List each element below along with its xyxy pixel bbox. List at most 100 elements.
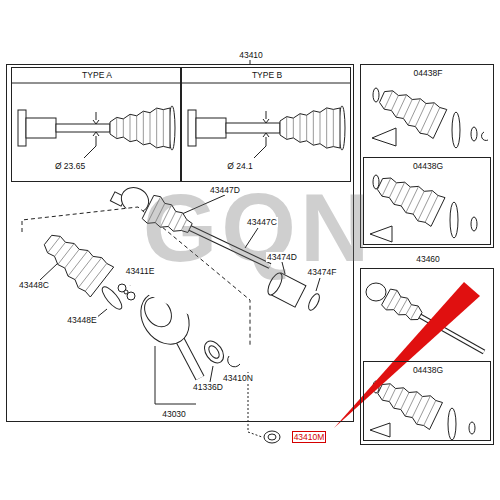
inboard-joint xyxy=(127,292,135,300)
type-a-shaft xyxy=(18,110,26,146)
part-number: TYPE B xyxy=(251,70,283,80)
rubber-boot xyxy=(427,108,440,135)
part-number: 04438F xyxy=(413,68,444,78)
rubber-boot xyxy=(406,186,419,212)
highlighted-callout: 43410M xyxy=(292,431,327,443)
boot-kit xyxy=(366,88,488,440)
dimension-label: Ø 23.65 xyxy=(54,161,86,171)
type-cell: TYPE BØ 24.1 xyxy=(181,67,351,182)
rubber-boot xyxy=(405,392,417,416)
rubber-boot xyxy=(406,305,412,315)
rubber-boot xyxy=(382,178,391,196)
drive-shaft xyxy=(306,292,321,312)
rubber-boot xyxy=(401,187,410,206)
part-number: 43460 xyxy=(415,254,441,264)
rubber-boot xyxy=(313,111,314,145)
rubber-boot xyxy=(280,108,340,148)
parts-box: 04438F 04438G xyxy=(360,64,494,248)
rubber-boot xyxy=(394,388,404,408)
type-b-shaft xyxy=(188,106,345,158)
type-a-shaft xyxy=(26,118,56,138)
inboard-joint xyxy=(210,366,213,382)
rubber-boot xyxy=(320,112,321,143)
boot-kit xyxy=(471,127,477,141)
type-a-shaft xyxy=(93,132,99,136)
type-b-shaft xyxy=(254,146,266,158)
rubber-boot xyxy=(425,195,438,222)
part-number: 04438G xyxy=(412,365,444,375)
parts-box: 04438G xyxy=(363,157,491,245)
rubber-boot xyxy=(391,96,398,111)
boot-kit xyxy=(448,408,456,440)
boot-kit xyxy=(372,128,396,146)
inboard-joint xyxy=(268,434,276,440)
rubber-boot xyxy=(418,191,433,221)
rubber-boot xyxy=(123,119,124,137)
rubber-boot xyxy=(389,183,396,198)
rubber-boot xyxy=(415,104,426,127)
parts-box: 04438G xyxy=(363,361,491,441)
rubber-boot xyxy=(163,110,164,147)
rubber-boot xyxy=(75,256,93,279)
rubber-boot xyxy=(136,116,137,140)
callout-number: 43447D xyxy=(209,185,241,195)
callout-number: 43410N xyxy=(222,373,254,383)
rubber-boot xyxy=(110,108,170,148)
rubber-boot xyxy=(85,263,107,291)
rubber-boot xyxy=(333,109,334,146)
rubber-boot xyxy=(48,236,61,252)
rubber-boot xyxy=(44,235,113,297)
rubber-boot xyxy=(58,243,74,264)
inboard-joint xyxy=(201,338,228,367)
inboard-joint xyxy=(155,346,156,404)
type-b-shaft xyxy=(226,123,280,133)
inboard-joint xyxy=(155,404,196,405)
part-number: TYPE A xyxy=(81,70,113,80)
inboard-joint xyxy=(228,356,240,367)
rubber-boot xyxy=(412,396,422,417)
callout-number: 43448C xyxy=(18,280,50,290)
inboard-joint xyxy=(264,431,280,443)
rubber-boot xyxy=(417,396,431,424)
rubber-boot xyxy=(143,111,144,145)
boot-kit xyxy=(482,132,488,140)
callout-number: 43030 xyxy=(161,409,187,419)
rubber-boot xyxy=(116,117,117,138)
watermark: GQN xyxy=(143,178,374,278)
rubber-boot xyxy=(408,99,420,125)
rubber-boot xyxy=(420,103,434,133)
parts-box: 4346004438G xyxy=(360,268,494,445)
boot-kit xyxy=(366,283,386,301)
boot-kit xyxy=(471,217,477,231)
rubber-boot xyxy=(326,108,327,148)
boot-kit xyxy=(373,88,379,102)
rubber-boot xyxy=(377,178,445,226)
rubber-boot xyxy=(68,251,88,277)
type-a-shaft xyxy=(84,146,96,158)
rubber-boot xyxy=(398,298,407,315)
inboard-joint xyxy=(40,263,58,280)
rubber-boot xyxy=(78,258,101,288)
rubber-boot xyxy=(286,117,287,140)
part-number: 43410 xyxy=(238,50,264,60)
rubber-boot xyxy=(293,118,294,138)
callout-number: 43411E xyxy=(125,266,156,276)
rubber-boot xyxy=(401,392,409,409)
boot-kit xyxy=(370,423,390,437)
inboard-joint xyxy=(207,344,222,360)
callout-number: 43447C xyxy=(246,217,278,227)
type-b-shaft xyxy=(263,133,269,137)
type-cell: TYPE A Ø 23.65 xyxy=(11,67,181,182)
rubber-boot xyxy=(150,113,151,144)
inboard-joint xyxy=(180,340,200,378)
pointer-arrow xyxy=(334,282,480,428)
type-b-shaft xyxy=(196,118,226,138)
part-number: 04438G xyxy=(412,161,444,171)
rubber-boot xyxy=(156,108,157,148)
inboard-joint xyxy=(124,290,128,294)
rubber-boot xyxy=(389,388,395,401)
rubber-boot xyxy=(378,384,443,430)
rubber-boot xyxy=(424,400,436,425)
type-a-shaft xyxy=(93,120,99,124)
rubber-boot xyxy=(411,306,419,320)
